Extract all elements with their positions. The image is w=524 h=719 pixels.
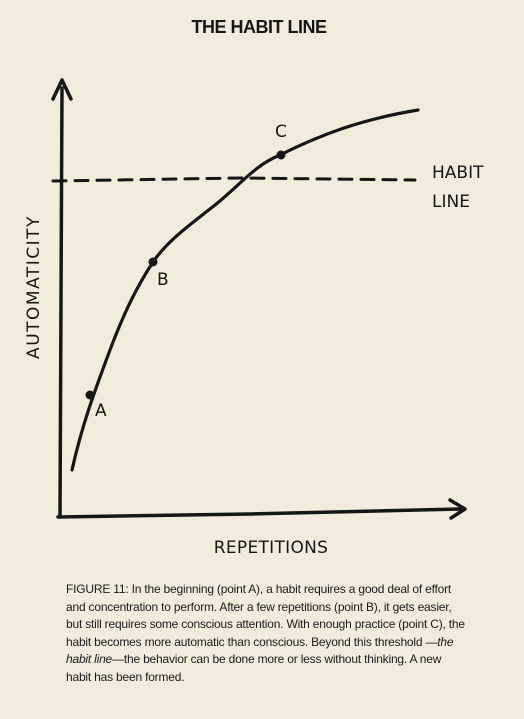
caption-text-part2: —the behavior can be done more or less w…	[66, 652, 442, 684]
figure-caption: FIGURE 11: In the beginning (point A), a…	[66, 581, 466, 687]
point-a-label: A	[95, 401, 107, 421]
habit-line-dashed	[51, 176, 417, 183]
diagram-title: THE HABIT LINE	[192, 17, 327, 37]
habit-curve	[70, 108, 420, 472]
point-c-label: C	[275, 122, 287, 142]
habit-line-label-line2: LINE	[432, 192, 470, 212]
point-b-label: B	[157, 270, 169, 290]
y-axis-label: AUTOMATICITY	[24, 215, 44, 359]
y-axis-arrowhead	[51, 78, 73, 101]
x-axis-line	[56, 507, 462, 519]
x-axis-label: REPETITIONS	[214, 538, 329, 558]
caption-italic-text: the habit line	[66, 634, 454, 667]
habit-line-label-line1: HABIT	[432, 163, 484, 183]
point-c-marker	[276, 150, 286, 160]
point-a-marker	[85, 390, 95, 400]
point-b-marker	[148, 257, 158, 267]
caption-text-part1: FIGURE 11: In the beginning (point A), a…	[66, 582, 465, 649]
y-axis-line	[58, 86, 64, 519]
x-axis-arrowhead	[448, 498, 467, 520]
